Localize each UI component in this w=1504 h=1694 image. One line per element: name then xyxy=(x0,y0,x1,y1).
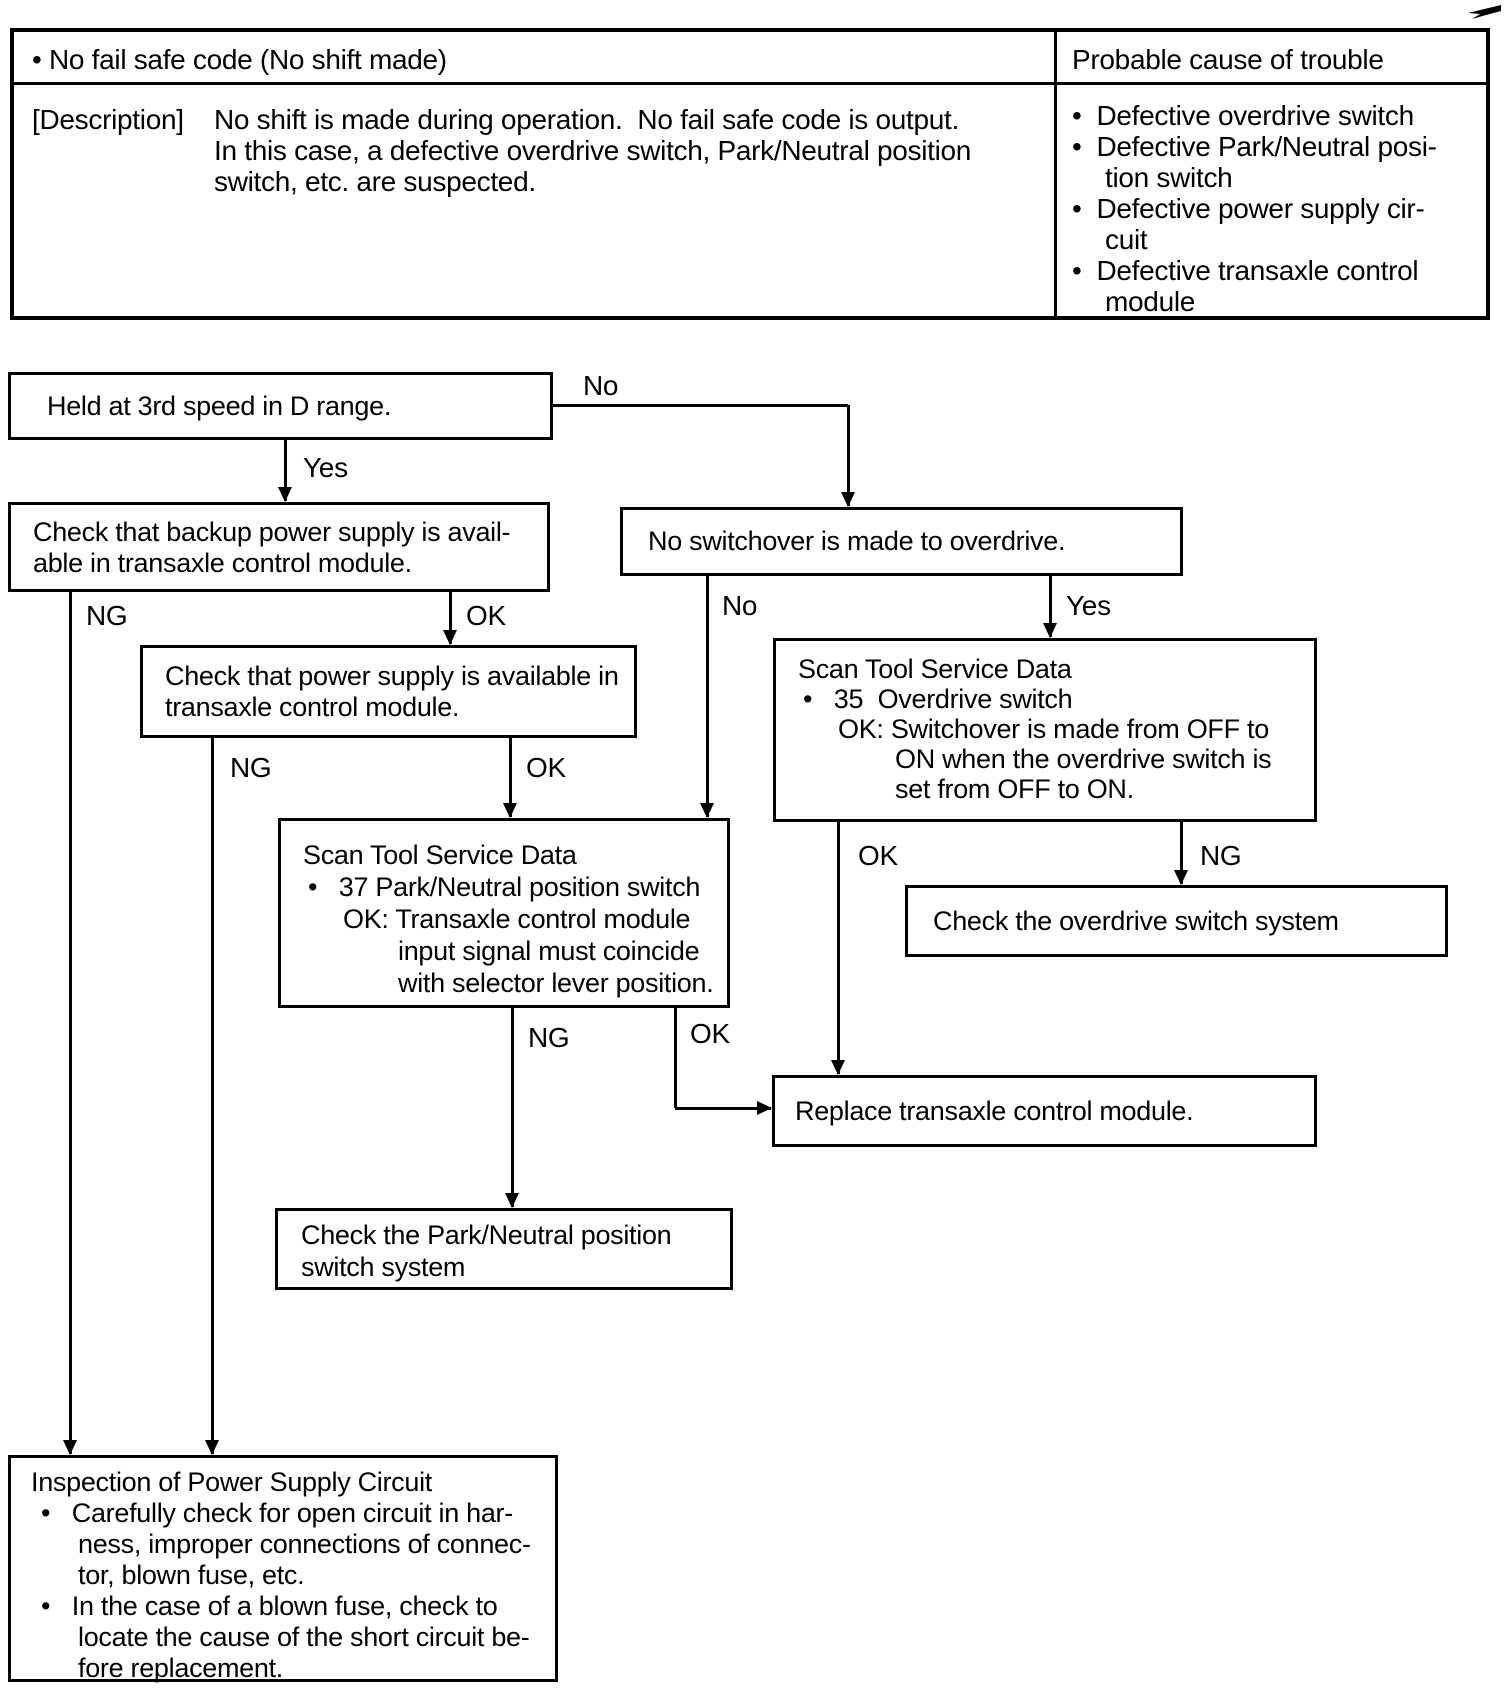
flow-box-replace-transaxle-module: Replace transaxle control module. xyxy=(772,1075,1317,1147)
branch-label-ng-backup: NG xyxy=(86,600,128,631)
connector-scan37-ng xyxy=(510,1008,514,1207)
connector-backup-ok xyxy=(448,592,452,644)
branch-label-no-held3rd: No xyxy=(583,370,619,401)
connector-held3rd-yes-arrowhead xyxy=(278,487,292,502)
description-text: No shift is made during operation. No fa… xyxy=(214,104,971,197)
box-text-line: • Carefully check for open circuit in ha… xyxy=(41,1498,513,1528)
box-text-line: Held at 3rd speed in D range. xyxy=(47,391,392,421)
table-header-cause: Probable cause of trouble xyxy=(1072,44,1384,75)
text-line: cuit xyxy=(1105,224,1148,255)
connector-switchover-no-arrowhead xyxy=(700,803,714,818)
connector-held3rd-yes xyxy=(283,440,287,501)
box-text-line: ness, improper connections of connec- xyxy=(78,1529,531,1559)
connector-power-ok-arrowhead xyxy=(503,803,517,818)
box-text-line: Check that power supply is available in xyxy=(165,661,619,691)
box-text-line: OK: Switchover is made from OFF to xyxy=(838,714,1269,744)
flow-box-check-backup-power: Check that backup power supply is avail-… xyxy=(8,502,550,592)
box-text-line: • In the case of a blown fuse, check to xyxy=(41,1591,498,1621)
connector-scan37-ng-arrowhead xyxy=(505,1193,519,1208)
box-text-line: ON when the overdrive switch is xyxy=(895,744,1272,774)
connector-scan37-ok xyxy=(675,1106,771,1110)
connector-power-ng xyxy=(210,738,214,1454)
text-line: • Defective overdrive switch xyxy=(1072,100,1414,131)
connector-switchover-no xyxy=(705,576,709,817)
branch-label-ng-scan37: NG xyxy=(528,1022,570,1053)
text-line: • Defective transaxle control xyxy=(1072,255,1419,286)
box-text-line: with selector lever position. xyxy=(398,968,714,998)
connector-scan37-ok xyxy=(673,1008,677,1108)
branch-label-ok-scan35: OK xyxy=(858,840,898,871)
box-text-line: Inspection of Power Supply Circuit xyxy=(31,1467,432,1497)
text-line: In this case, a defective overdrive swit… xyxy=(214,135,972,166)
branch-label-ok-power: OK xyxy=(526,752,566,783)
connector-scan35-ok xyxy=(836,822,840,1074)
box-text-line: Replace transaxle control module. xyxy=(795,1096,1194,1126)
box-text-line: Check the Park/Neutral position xyxy=(301,1220,672,1250)
flow-box-inspection-power-supply: Inspection of Power Supply Circuit• Care… xyxy=(8,1455,558,1683)
connector-held3rd-no xyxy=(846,405,850,506)
table-column-divider xyxy=(1054,32,1057,316)
connector-switchover-yes xyxy=(1048,576,1052,637)
box-text-line: Scan Tool Service Data xyxy=(798,654,1072,684)
connector-scan35-ng-arrowhead xyxy=(1174,870,1188,885)
box-text-line: transaxle control module. xyxy=(165,692,460,722)
flow-box-scan-tool-35-overdrive: Scan Tool Service Data• 35 Overdrive swi… xyxy=(773,638,1317,822)
table-header-fault: • No fail safe code (No shift made) xyxy=(32,44,447,75)
table-header-divider xyxy=(14,82,1486,85)
connector-backup-ng-arrowhead xyxy=(63,1440,77,1455)
branch-label-ng-scan35: NG xyxy=(1200,840,1242,871)
probable-cause-list: • Defective overdrive switch• Defective … xyxy=(1072,100,1482,317)
branch-label-ok-scan37: OK xyxy=(690,1018,730,1049)
box-text-line: OK: Transaxle control module xyxy=(343,904,691,934)
connector-backup-ok-arrowhead xyxy=(443,630,457,645)
connector-scan35-ng xyxy=(1179,822,1183,884)
box-text-line: switch system xyxy=(301,1252,466,1282)
branch-label-ng-power: NG xyxy=(230,752,272,783)
text-line: module xyxy=(1105,286,1196,317)
branch-label-yes-switchover: Yes xyxy=(1066,590,1111,621)
branch-label-no-switchover: No xyxy=(722,590,758,621)
connector-scan37-ok-arrowhead xyxy=(757,1101,772,1115)
box-text-line: No switchover is made to overdrive. xyxy=(648,526,1066,556)
box-text-line: Check the overdrive switch system xyxy=(933,906,1339,936)
text-line: tion switch xyxy=(1105,162,1233,193)
connector-held3rd-no-arrowhead xyxy=(841,492,855,507)
flow-box-no-switchover-overdrive: No switchover is made to overdrive. xyxy=(620,507,1183,576)
box-text-line: Scan Tool Service Data xyxy=(303,840,577,870)
description-label: [Description] xyxy=(32,104,184,135)
box-text-line: • 35 Overdrive switch xyxy=(803,684,1073,714)
box-text-line: locate the cause of the short circuit be… xyxy=(78,1622,530,1652)
text-line: • Defective Park/Neutral posi- xyxy=(1072,131,1437,162)
box-text-line: • 37 Park/Neutral position switch xyxy=(308,872,701,902)
branch-label-yes-held3rd: Yes xyxy=(303,452,348,483)
connector-power-ok xyxy=(508,738,512,817)
connector-scan35-ok-arrowhead xyxy=(831,1060,845,1075)
connector-backup-ng xyxy=(68,592,72,1454)
left-arrow-mark-icon xyxy=(1468,5,1501,19)
box-text-line: able in transaxle control module. xyxy=(33,548,412,578)
box-text-line: set from OFF to ON. xyxy=(895,774,1134,804)
connector-power-ng-arrowhead xyxy=(205,1440,219,1455)
flow-box-held-3rd-speed: Held at 3rd speed in D range. xyxy=(8,372,553,440)
flow-box-scan-tool-37-park-neutral: Scan Tool Service Data• 37 Park/Neutral … xyxy=(278,818,730,1008)
connector-held3rd-no xyxy=(553,403,848,407)
text-line: • Defective power supply cir- xyxy=(1072,193,1425,224)
box-text-line: fore replacement. xyxy=(78,1653,284,1683)
flow-box-check-overdrive-switch-system: Check the overdrive switch system xyxy=(905,885,1448,957)
fault-code-table: • No fail safe code (No shift made) Prob… xyxy=(10,28,1490,320)
text-line: switch, etc. are suspected. xyxy=(214,166,536,197)
text-line: No shift is made during operation. No fa… xyxy=(214,104,960,135)
branch-label-ok-backup: OK xyxy=(466,600,506,631)
connector-switchover-yes-arrowhead xyxy=(1043,623,1057,638)
box-text-line: tor, blown fuse, etc. xyxy=(78,1560,305,1590)
box-text-line: Check that backup power supply is avail- xyxy=(33,517,511,547)
box-text-line: input signal must coincide xyxy=(398,936,700,966)
